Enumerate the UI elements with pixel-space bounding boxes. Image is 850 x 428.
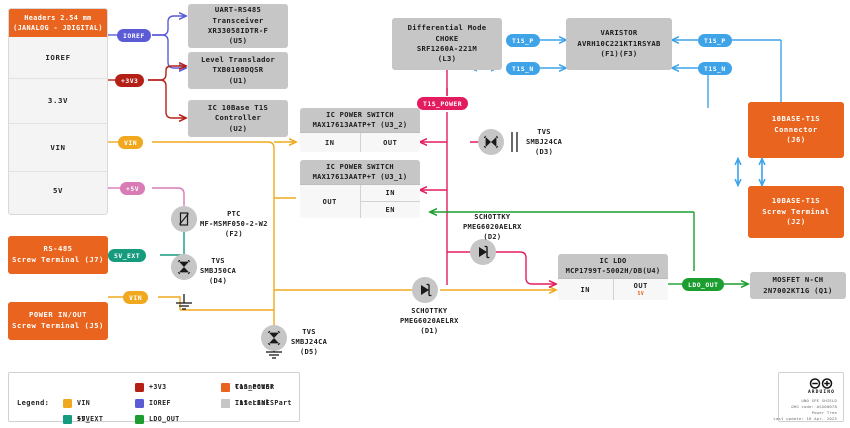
legend-swatch [135,382,144,392]
legend: Legend: VIN +3V3 T1S_POWER +5V IOREF [8,372,300,424]
tvs-d3-symbol [478,129,504,155]
connector-10base-t1s-j6: 10BASE-T1S Connector (J6) [748,102,844,158]
arduino-logo: ARDUINO [808,378,835,395]
legend-item-vin: VIN [63,398,135,408]
schottky-diode-icon [479,245,490,259]
ic-ldo-title: IC LDO MCP1799T-5002H/DB(U4) [558,254,668,279]
header-row-vin: VIN [9,124,107,173]
schottky-d2-symbol [470,239,496,265]
schottky-d1-label: SCHOTTKY PMEG6020AELRX (D1) [400,307,459,336]
signal-pill-3v3: +3V3 [115,74,145,87]
headers-block-title: Headers 2.54 mm (JANALOG - JDIGITAL) [9,9,107,38]
part-level-translator: Level Translador TXB0108DQSR (U1) [188,52,288,89]
header-row-3v3: 3.3V [9,79,107,124]
part-varistor: VARISTOR AVRH10C221KT1RSYAB (F1)(F3) [566,18,672,70]
legend-swatch [63,414,72,424]
header-row-ioref: IOREF [9,37,107,79]
ic-power-switch-u3-1: IC POWER SWITCH MAX17613AATP+T (U3_1) OU… [300,160,420,218]
ptc-f2-symbol [171,206,197,232]
part-differential-mode-choke: Differential Mode CHOKE SRF1260A-221M (L… [392,18,502,70]
legend-item-3v3: +3V3 [135,382,221,392]
tvs-diode-icon [483,135,499,149]
tvs-diode-icon [267,330,281,346]
signal-pill-ldo-out: LDO_OUT [682,278,725,291]
signal-pill-t1s-power: T1S_POWER [417,97,469,110]
signal-pill-vin-bottom: VIN [123,291,149,304]
tvs-d4-symbol [171,254,197,280]
ic-ldo-u4: IC LDO MCP1799T-5002H/DB(U4) IN OUT 5V [558,254,668,300]
pin-in: IN [300,133,361,152]
tvs-d5-label: TVS SMBJ24CA (D5) [291,328,328,357]
legend-swatch [221,382,230,392]
pin-in: IN [360,185,420,203]
tvs-d3-label: TVS SMBJ24CA (D3) [526,128,563,157]
legend-item-5v-ext: 5V_EXT [63,414,135,424]
pin-out: OUT 5V [613,279,668,300]
infinity-icon [810,378,833,389]
tvs-d4-label: TVS SMBJ50CA (D4) [200,257,237,286]
signal-pill-ioref: IOREF [117,29,151,42]
ptc-f2-label: PTC MF-MSMF050-2-W2 (F2) [200,210,268,239]
signal-pill-t1s-p-right: T1S_P [698,34,732,47]
schottky-diode-icon [421,283,432,297]
tvs-diode-icon [177,259,191,275]
title-block-meta: UNO SPE SHIELD ORG code: ASX00078 Power … [773,398,837,421]
legend-title: Legend: [17,399,50,407]
tvs-d3-bar [511,132,518,152]
schottky-d2-label: SCHOTTKY PMEG6020AELRX (D2) [463,213,522,242]
legend-items: VIN +3V3 T1S_POWER +5V IOREF T1S LINES [63,379,291,427]
legend-item-ldo-out: LDO_OUT [135,414,221,424]
connector-rs485-screw-terminal: RS-485 Screw Terminal (J7) [8,236,108,274]
headers-block: Headers 2.54 mm (JANALOG - JDIGITAL) IOR… [8,8,108,215]
signal-pill-5v-ext: 5V_EXT [108,249,147,262]
ic-power-switch-u3-2: IC POWER SWITCH MAX17613AATP+T (U3_2) IN… [300,108,420,152]
ic-power-switch-u3-1-title: IC POWER SWITCH MAX17613AATP+T (U3_1) [300,160,420,185]
pin-out: OUT [360,133,420,152]
tvs-d5-symbol [261,325,287,351]
signal-pill-t1s-n-left: T1S_N [506,62,540,75]
legend-item-internal-part: Internal Part [221,398,341,408]
part-uart-rs485-transceiver: UART-RS485 Transceiver XR33058IDTR-F (U5… [188,4,288,48]
signal-pill-vin-top: VIN [118,136,144,149]
pin-in: IN [558,279,614,300]
ic-power-switch-u3-2-title: IC POWER SWITCH MAX17613AATP+T (U3_2) [300,108,420,133]
part-t1s-controller: IC 10Base T1S Controller (U2) [188,100,288,137]
title-block: ARDUINO UNO SPE SHIELD ORG code: ASX0007… [773,372,844,422]
header-row-5v: 5V [52,186,64,196]
pin-col-right: IN EN [360,185,420,218]
part-mosfet-n-ch: MOSFET N-CH 2N7002KT1G (Q1) [750,272,846,299]
legend-swatch [135,398,144,408]
legend-swatch [221,398,230,408]
legend-swatch [135,414,144,424]
pin-out: OUT [300,185,360,218]
signal-pill-t1s-n-right: T1S_N [698,62,732,75]
signal-pill-t1s-p-left: T1S_P [506,34,540,47]
legend-swatch [63,398,72,408]
ptc-icon [179,212,189,226]
pin-col-left: OUT [300,185,361,218]
legend-item-ioref: IOREF [135,398,221,408]
brand-name: ARDUINO [807,390,835,395]
connector-10base-t1s-screw-terminal-j2: 10BASE-T1S Screw Terminal (J2) [748,186,844,238]
schottky-d1-symbol [412,277,438,303]
pin-en: EN [360,202,420,218]
signal-pill-5v: +5V [120,182,146,195]
legend-item-connector: Connector [221,382,341,392]
connector-power-in-out-screw-terminal: POWER IN/OUT Screw Terminal (J5) [8,302,108,340]
